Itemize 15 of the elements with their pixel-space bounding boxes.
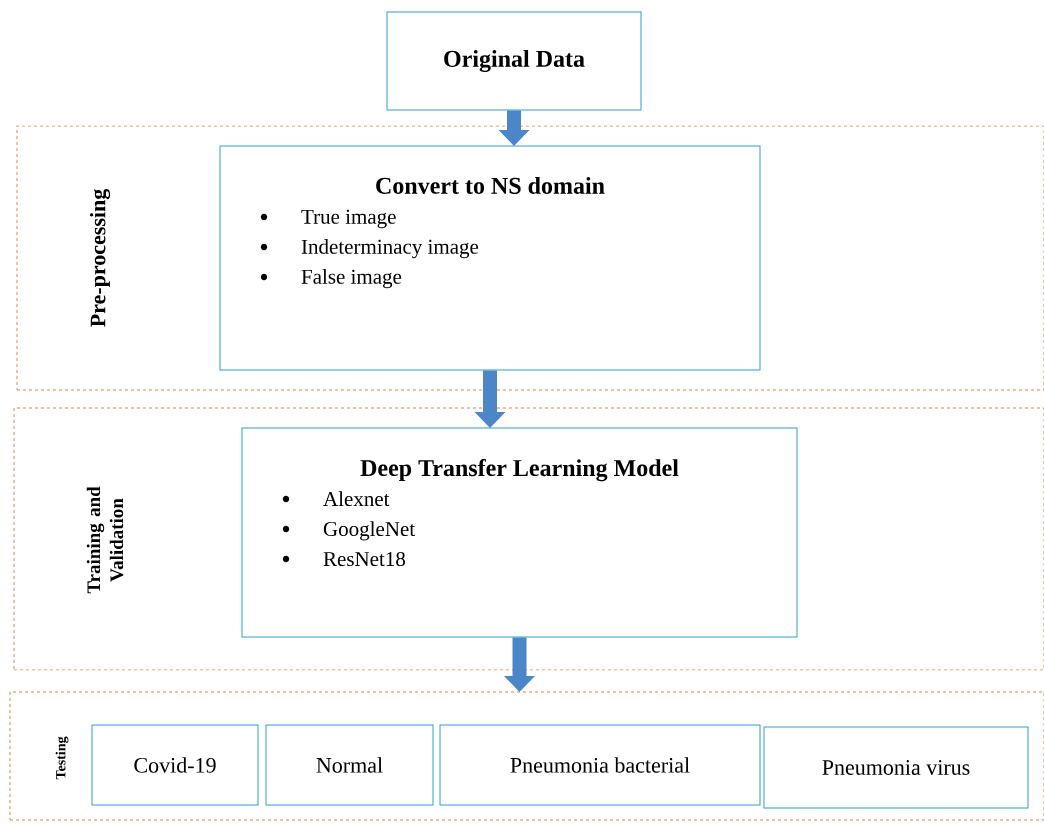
node-label: True image bbox=[301, 209, 396, 229]
node-label: Deep Transfer Learning Model bbox=[360, 459, 679, 482]
node-label: GoogleNet bbox=[323, 521, 416, 541]
node-label: Alexnet bbox=[323, 491, 390, 507]
process-box: Original Data bbox=[386, 11, 642, 111]
node-label: ResNet18 bbox=[323, 551, 406, 567]
class-box: Normal bbox=[265, 724, 434, 806]
node-label: Indeterminacy image bbox=[301, 239, 479, 259]
class-box: Pneumonia virus bbox=[763, 726, 1029, 809]
process-box: Deep Transfer Learning Model Alexnet GoogleNet ResNet18 bbox=[241, 427, 798, 638]
node-label: False image bbox=[301, 269, 402, 289]
process-box: Convert to NS domain True image Indeterminacy image False image bbox=[219, 145, 761, 371]
class-box: Pneumonia bacterial bbox=[439, 724, 761, 806]
node-label: Convert to NS domain bbox=[376, 176, 605, 194]
class-box: Covid-19 bbox=[91, 724, 259, 806]
